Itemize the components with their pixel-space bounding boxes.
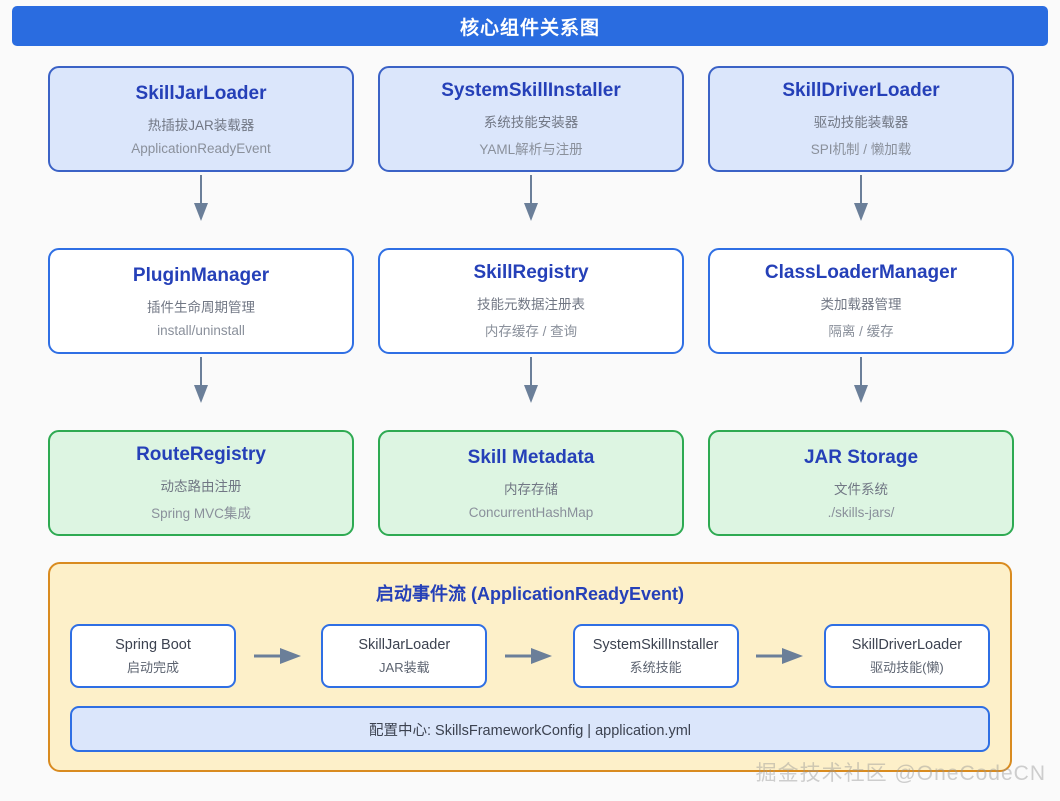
- card-detail: 内存缓存 / 查询: [484, 324, 578, 339]
- page-header: 核心组件关系图: [12, 6, 1048, 46]
- flow-step-subtitle: 启动完成: [126, 659, 179, 675]
- card-title: ClassLoaderManager: [764, 262, 958, 283]
- card-title: SkillJarLoader: [135, 82, 267, 104]
- card-subtitle: 动态路由注册: [160, 479, 242, 494]
- component-card-systemskillinstaller[interactable]: SystemSkillInstaller 系统技能安装器 YAML解析与注册: [378, 66, 684, 172]
- card-title: SkillRegistry: [473, 262, 589, 283]
- startup-flow-steps: Spring Boot 启动完成 SkillJarLoader JAR装载 Sy…: [70, 624, 990, 688]
- component-card-classloadermanager[interactable]: ClassLoaderManager 类加载器管理 隔离 / 缓存: [708, 248, 1014, 354]
- arrow-down-icon: [48, 172, 354, 228]
- flow-step-skilldriverloader[interactable]: SkillDriverLoader 驱动技能(懒): [823, 624, 990, 688]
- component-card-pluginmanager[interactable]: PluginManager 插件生命周期管理 install/uninstall: [48, 248, 354, 354]
- card-title: SkillDriverLoader: [782, 80, 940, 101]
- flow-step-subtitle: JAR装载: [379, 659, 430, 675]
- card-detail: SPI机制 / 懒加载: [810, 142, 912, 157]
- card-title: PluginManager: [132, 264, 270, 286]
- connector-row-1: [48, 172, 1012, 228]
- connector-row-2: [48, 354, 1012, 410]
- flow-step-subtitle: 驱动技能(懒): [870, 659, 944, 675]
- component-card-skilljarloader[interactable]: SkillJarLoader 热插拔JAR装载器 ApplicationRead…: [48, 66, 354, 172]
- component-row-storage: RouteRegistry 动态路由注册 Spring MVC集成 Skill …: [48, 430, 1014, 536]
- component-row-loaders: SkillJarLoader 热插拔JAR装载器 ApplicationRead…: [48, 66, 1014, 172]
- component-card-routeregistry[interactable]: RouteRegistry 动态路由注册 Spring MVC集成: [48, 430, 354, 536]
- flow-step-title: SkillJarLoader: [358, 636, 451, 653]
- config-center-bar[interactable]: 配置中心: SkillsFrameworkConfig | applicatio…: [70, 706, 990, 752]
- card-subtitle: 技能元数据注册表: [477, 297, 585, 312]
- component-card-skillregistry[interactable]: SkillRegistry 技能元数据注册表 内存缓存 / 查询: [378, 248, 684, 354]
- flow-step-systemskillinstaller[interactable]: SystemSkillInstaller 系统技能: [572, 624, 739, 688]
- config-center-text: 配置中心: SkillsFrameworkConfig | applicatio…: [368, 722, 692, 739]
- card-detail: ConcurrentHashMap: [468, 504, 594, 520]
- arrow-right-icon: [502, 645, 558, 667]
- component-row-managers: PluginManager 插件生命周期管理 install/uninstall…: [48, 248, 1014, 354]
- card-subtitle: 驱动技能装载器: [813, 115, 909, 130]
- flow-step-spring-boot[interactable]: Spring Boot 启动完成: [70, 624, 236, 688]
- arrow-right-icon: [251, 645, 307, 667]
- card-title: SystemSkillInstaller: [441, 80, 621, 101]
- flow-step-subtitle: 系统技能: [629, 659, 682, 675]
- page-title: 核心组件关系图: [459, 17, 600, 39]
- arrow-down-icon: [378, 172, 684, 228]
- component-card-jar-storage[interactable]: JAR Storage 文件系统 ./skills-jars/: [708, 430, 1014, 536]
- card-detail: install/uninstall: [157, 322, 245, 338]
- card-detail: 隔离 / 缓存: [828, 324, 894, 339]
- arrow-down-icon: [378, 354, 684, 410]
- card-subtitle: 热插拔JAR装载器: [147, 117, 255, 133]
- card-subtitle: 插件生命周期管理: [147, 299, 255, 315]
- card-title: JAR Storage: [803, 446, 919, 468]
- component-card-skilldriverloader[interactable]: SkillDriverLoader 驱动技能装载器 SPI机制 / 懒加载: [708, 66, 1014, 172]
- component-card-skill-metadata[interactable]: Skill Metadata 内存存储 ConcurrentHashMap: [378, 430, 684, 536]
- flow-step-title: Spring Boot: [115, 636, 191, 653]
- card-detail: YAML解析与注册: [479, 142, 583, 157]
- startup-flow-title: 启动事件流 (ApplicationReadyEvent): [375, 584, 685, 604]
- arrow-down-icon: [708, 354, 1014, 410]
- card-subtitle: 类加载器管理: [820, 297, 902, 312]
- arrow-down-icon: [48, 354, 354, 410]
- card-detail: Spring MVC集成: [151, 506, 251, 521]
- card-detail: ApplicationReadyEvent: [131, 140, 271, 156]
- startup-flow-panel: 启动事件流 (ApplicationReadyEvent) Spring Boo…: [48, 562, 1012, 772]
- card-detail: ./skills-jars/: [827, 504, 895, 520]
- card-title: Skill Metadata: [467, 446, 595, 468]
- card-subtitle: 文件系统: [834, 481, 888, 497]
- card-subtitle: 内存存储: [504, 481, 558, 497]
- arrow-down-icon: [708, 172, 1014, 228]
- flow-step-skilljarloader[interactable]: SkillJarLoader JAR装载: [321, 624, 488, 688]
- flow-step-title: SkillDriverLoader: [851, 636, 963, 653]
- card-subtitle: 系统技能安装器: [483, 115, 579, 130]
- flow-step-title: SystemSkillInstaller: [592, 636, 719, 653]
- card-title: RouteRegistry: [136, 444, 266, 465]
- arrow-right-icon: [753, 645, 809, 667]
